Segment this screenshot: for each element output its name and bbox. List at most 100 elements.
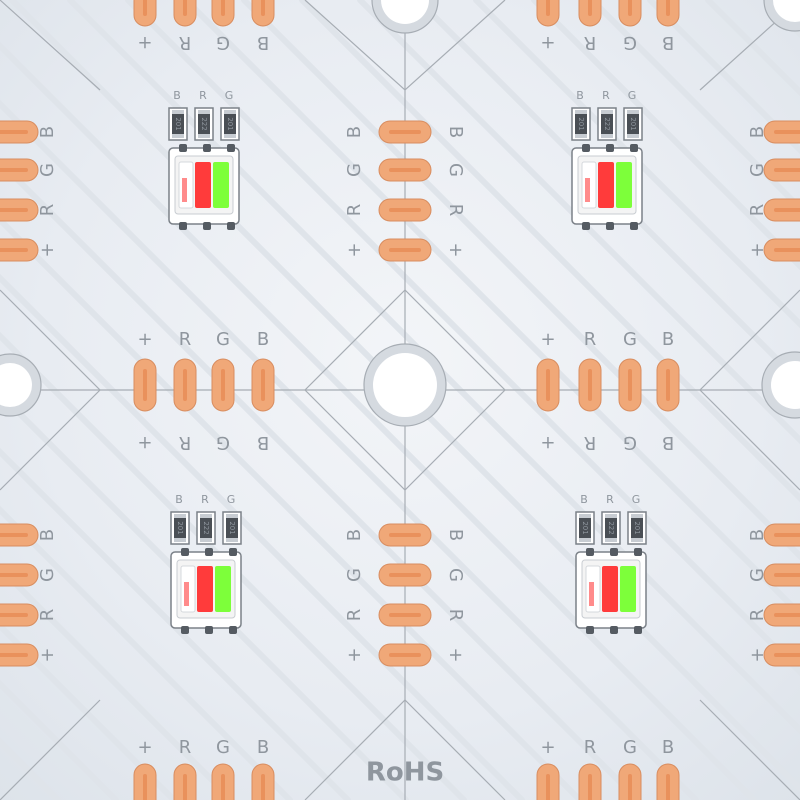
top-diamond [304, 0, 506, 91]
center-diamond [304, 289, 506, 491]
resistor-marking: 222 [603, 117, 611, 130]
pin-label: + [137, 737, 152, 758]
led-lead [634, 626, 642, 634]
pin-label: R [584, 737, 597, 758]
led-lead [610, 626, 618, 634]
mounting-hole [381, 0, 429, 24]
led-green-die [616, 162, 632, 208]
rohs-mark: RoHS [366, 758, 444, 788]
resistor-label: G [632, 493, 641, 506]
resistor-marking: 222 [200, 117, 208, 130]
pin-label: R [179, 329, 192, 350]
trace-line [415, 0, 800, 387]
resistor-cap [224, 134, 236, 138]
solder-pad-groove [0, 613, 28, 617]
led-lead [227, 144, 235, 152]
resistor-marking: 201 [577, 117, 585, 130]
led-red-die [197, 566, 213, 612]
smd-resistor [631, 514, 643, 542]
trace-line [125, 0, 800, 677]
pin-label: B [344, 126, 365, 138]
solder-pad-groove [0, 248, 28, 252]
resistor-marking: 201 [174, 117, 182, 130]
smd-resistor [605, 514, 617, 542]
solder-pad-groove [546, 774, 550, 800]
trace-line [0, 273, 525, 800]
solder-pad-groove [0, 653, 28, 657]
pin-label: + [445, 242, 466, 257]
led-lead [229, 626, 237, 634]
pin-label: G [344, 568, 365, 582]
solder-pad-groove [588, 774, 592, 800]
pin-label: R [179, 432, 192, 453]
pin-label: + [344, 242, 365, 257]
solder-pad-groove [183, 774, 187, 800]
solder-pad-groove [628, 369, 632, 401]
smd-resistor [226, 514, 238, 542]
pin-label: + [37, 242, 58, 257]
pin-label: B [662, 329, 674, 350]
trace-line [0, 621, 177, 800]
resistor-marking: 201 [581, 521, 589, 534]
pin-label: B [662, 432, 674, 453]
pin-label: B [257, 32, 269, 53]
pin-label: R [37, 204, 58, 217]
pin-label: + [747, 647, 768, 662]
solder-pad-groove [0, 130, 28, 134]
resistor-label: G [628, 89, 637, 102]
pin-label: G [623, 32, 637, 53]
solder-pad-groove [774, 613, 800, 617]
pin-label: + [445, 647, 466, 662]
solder-pad-groove [389, 613, 421, 617]
resistor-label: R [602, 89, 610, 102]
led-green-die [213, 162, 229, 208]
resistor-cap [605, 514, 617, 518]
pin-label: B [257, 432, 269, 453]
solder-pad-groove [628, 0, 632, 16]
solder-pad-groove [774, 208, 800, 212]
pin-label: B [344, 529, 365, 541]
led-lead [205, 548, 213, 556]
resistor-cap [198, 110, 210, 114]
trace-line [0, 41, 757, 800]
resistor-cap [174, 538, 186, 542]
mounting-hole [0, 363, 32, 407]
resistor-label: R [606, 493, 614, 506]
resistor-cap [174, 514, 186, 518]
solder-pad-groove [389, 248, 421, 252]
resistor-cap [601, 110, 613, 114]
solder-pad-groove [389, 130, 421, 134]
resistor-cap [579, 538, 591, 542]
led-green-die [215, 566, 231, 612]
pin-label: G [216, 329, 230, 350]
resistor-cap [631, 514, 643, 518]
trace-line [531, 0, 800, 271]
pin-label: + [37, 647, 58, 662]
led-lead [606, 144, 614, 152]
resistor-marking: 222 [607, 521, 615, 534]
led-lead [179, 222, 187, 230]
resistor-cap [631, 538, 643, 542]
left-diamond [0, 289, 101, 491]
pin-label: B [257, 329, 269, 350]
resistor-cap [200, 514, 212, 518]
trace-line [0, 157, 641, 800]
resistor-cap [601, 134, 613, 138]
trace-line [589, 0, 800, 213]
led-lead [582, 144, 590, 152]
led-lead [203, 222, 211, 230]
smd-resistor [172, 110, 184, 138]
solder-pad-groove [666, 369, 670, 401]
solder-pad-groove [0, 533, 28, 537]
solder-pad-groove [143, 369, 147, 401]
pin-label: R [37, 609, 58, 622]
pin-label: + [344, 647, 365, 662]
solder-pad-groove [221, 369, 225, 401]
led-lead [606, 222, 614, 230]
pin-label: G [216, 432, 230, 453]
smd-resistor [627, 110, 639, 138]
led-lead [229, 548, 237, 556]
trace-line [357, 0, 800, 445]
corner-line [0, 0, 101, 91]
